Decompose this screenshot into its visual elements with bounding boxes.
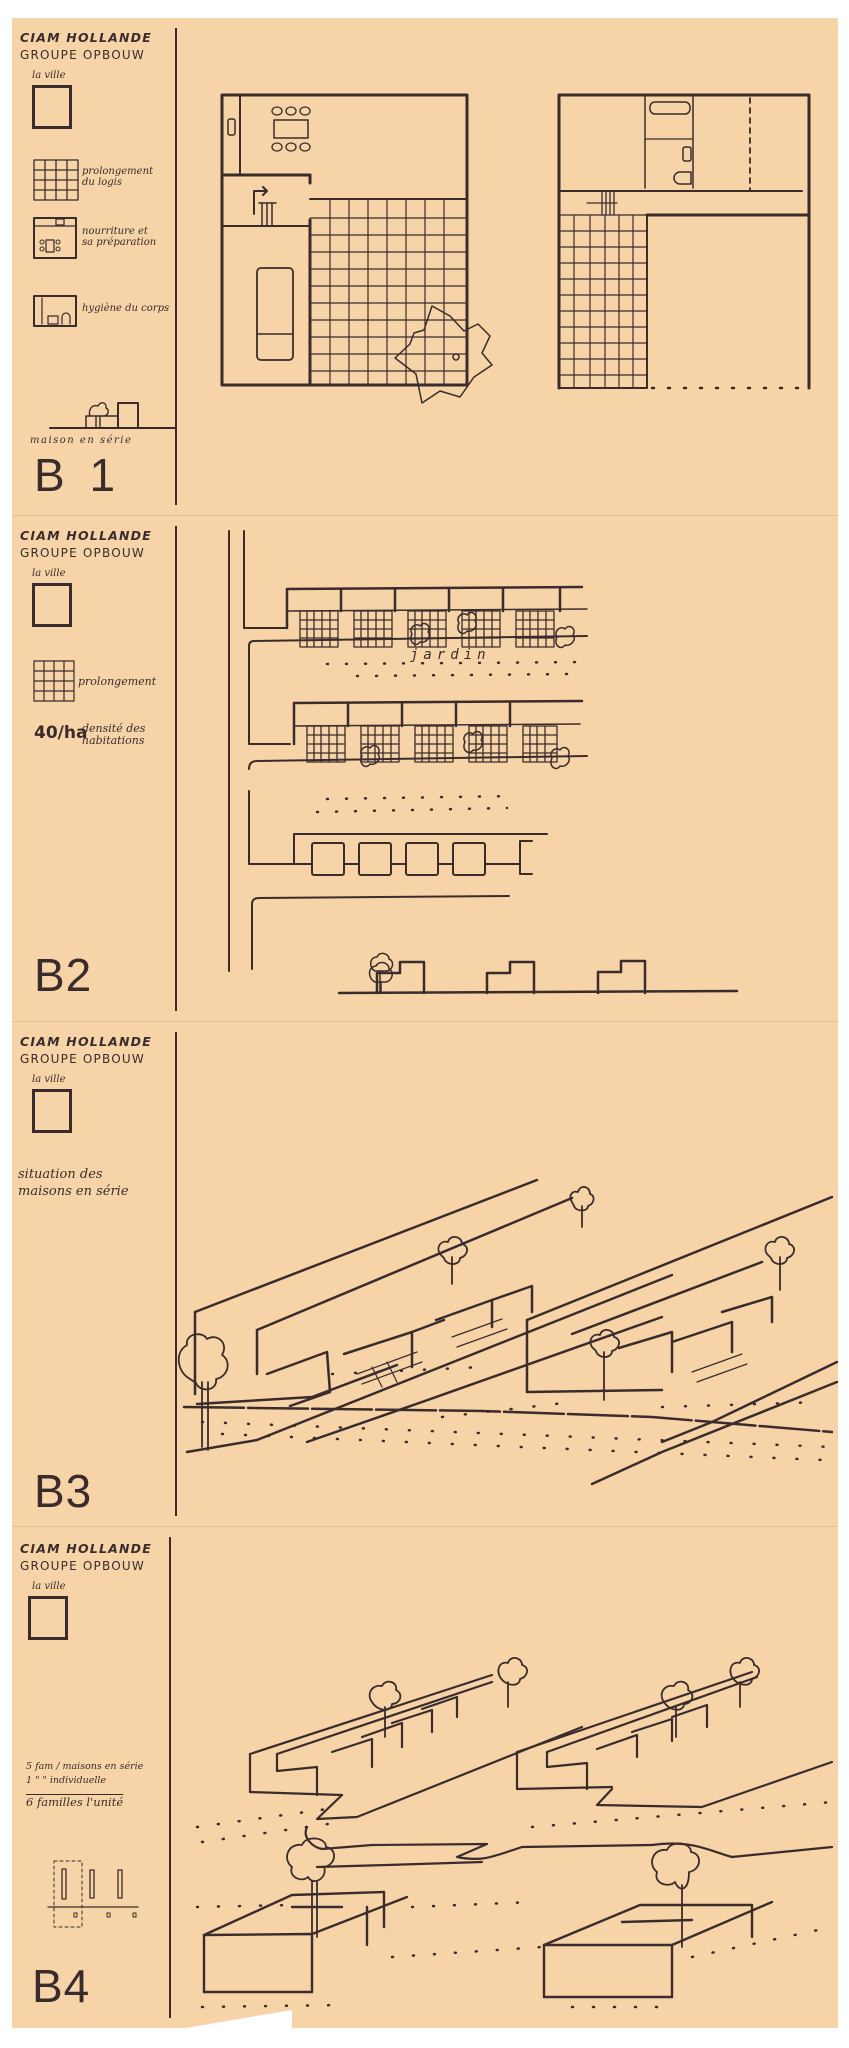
grid-square-icon xyxy=(33,159,79,201)
bathroom-plan-icon xyxy=(33,295,77,327)
garden-paving xyxy=(356,1318,748,1388)
connecting-paths xyxy=(304,1825,834,1869)
subheading: GROUPE OPBOUW xyxy=(20,1052,145,1066)
upper-floor-plan xyxy=(557,93,811,390)
foreground-street xyxy=(182,1405,834,1434)
panel-seam xyxy=(12,515,838,516)
heading: CIAM HOLLANDE xyxy=(20,1541,152,1556)
section-icon xyxy=(49,402,177,429)
trees xyxy=(177,1186,795,1451)
subheading: GROUPE OPBOUW xyxy=(20,546,145,560)
panel-code: B3 xyxy=(34,1465,93,1517)
legend-item-label: sa préparation xyxy=(82,237,157,248)
street-lines xyxy=(228,530,588,972)
ground-floor-plan xyxy=(220,93,493,404)
ground-dots xyxy=(200,1365,834,1462)
perspective-row-right xyxy=(525,1195,838,1486)
garden-grids-row-1 xyxy=(299,610,576,649)
subheading: GROUPE OPBOUW xyxy=(20,48,145,62)
tree-canopy xyxy=(394,305,493,404)
legend-caption: maisons en série xyxy=(18,1184,129,1199)
density-value: 40/ha xyxy=(34,723,88,743)
column-divider xyxy=(175,28,177,505)
grid-square-icon xyxy=(33,660,75,702)
legend-b3: CIAM HOLLANDE GROUPE OPBOUW la ville sit… xyxy=(12,1022,177,1526)
rear-row-right xyxy=(515,1670,834,1809)
legend-item-label: hygiène du corps xyxy=(82,303,170,314)
legend-b4: CIAM HOLLANDE GROUPE OPBOUW la ville 5 f… xyxy=(12,1527,177,2028)
heading: CIAM HOLLANDE xyxy=(20,528,152,543)
kitchen-plan-icon xyxy=(33,217,77,259)
front-unit-left xyxy=(202,1890,409,1994)
front-unit-right xyxy=(542,1900,774,1999)
garden-grids-row-2 xyxy=(306,725,571,770)
panel-code: B 1 xyxy=(34,449,122,501)
legend-b2: CIAM HOLLANDE GROUPE OPBOUW la ville pro… xyxy=(12,516,177,1021)
density-label: densité des xyxy=(82,722,146,735)
panel-code: B2 xyxy=(34,949,93,1001)
house-plan-drawing xyxy=(220,93,811,404)
legend-b1: CIAM HOLLANDE GROUPE OPBOUW la ville xyxy=(12,18,177,515)
ground-dots xyxy=(195,1800,834,2009)
trees xyxy=(286,1657,760,1948)
calc-line: 5 fam / maisons en série xyxy=(26,1761,144,1772)
rear-row-left xyxy=(248,1673,584,1821)
ville-label: la ville xyxy=(32,1581,66,1592)
legend-icons-b1 xyxy=(33,159,177,429)
house-row-3 xyxy=(293,833,548,876)
ville-square-icon xyxy=(32,583,72,627)
legend-item-label: du logis xyxy=(82,177,122,188)
ville-square-icon xyxy=(32,85,72,129)
panel-b4: CIAM HOLLANDE GROUPE OPBOUW la ville 5 f… xyxy=(12,1527,838,2028)
panel-code: B4 xyxy=(32,1960,91,2012)
density-label: habitations xyxy=(82,734,145,747)
panel-seam xyxy=(12,1021,838,1022)
heading: CIAM HOLLANDE xyxy=(20,1034,152,1049)
subheading: GROUPE OPBOUW xyxy=(20,1559,145,1573)
column-divider xyxy=(169,1537,171,2018)
perspective-units-drawing xyxy=(195,1657,834,2009)
ville-square-icon xyxy=(28,1596,68,1640)
legend-item-label: prolongement xyxy=(78,675,157,688)
section-label: maison en série xyxy=(30,435,133,446)
calc-total: 6 familles l'unité xyxy=(26,1795,124,1809)
house-row-2 xyxy=(292,699,584,746)
calc-line: 1 " " individuelle xyxy=(26,1775,107,1786)
panel-seam xyxy=(12,1526,838,1527)
panel-b3: CIAM HOLLANDE GROUPE OPBOUW la ville sit… xyxy=(12,1022,838,1526)
unit-diagram-icon xyxy=(47,1860,139,1928)
column-divider xyxy=(175,526,177,1011)
ville-label: la ville xyxy=(32,1074,66,1085)
house-row-1 xyxy=(285,585,588,630)
perspective-row-left xyxy=(185,1178,674,1454)
ville-label: la ville xyxy=(32,70,66,81)
legend-item-label: nourriture et xyxy=(82,226,148,237)
garden-dots xyxy=(315,660,594,814)
document-sheet: CIAM HOLLANDE GROUPE OPBOUW la ville xyxy=(12,18,838,2032)
legend-icons-b4 xyxy=(47,1860,139,1928)
column-divider xyxy=(175,1032,177,1516)
legend-icons-b2 xyxy=(33,660,75,702)
section-elevation xyxy=(337,952,739,995)
legend-caption: situation des xyxy=(18,1167,103,1182)
garden-label: jardin xyxy=(410,647,491,663)
heading: CIAM HOLLANDE xyxy=(20,30,152,45)
panel-b1: CIAM HOLLANDE GROUPE OPBOUW la ville xyxy=(12,18,838,515)
elevation-trees xyxy=(368,961,393,994)
ville-label: la ville xyxy=(32,568,66,579)
site-plan-drawing xyxy=(228,530,739,995)
legend-item-label: prolongement xyxy=(82,166,154,177)
perspective-drawing xyxy=(177,1178,838,1486)
ville-square-icon xyxy=(32,1089,72,1133)
panel-b2: CIAM HOLLANDE GROUPE OPBOUW la ville pro… xyxy=(12,516,838,1021)
